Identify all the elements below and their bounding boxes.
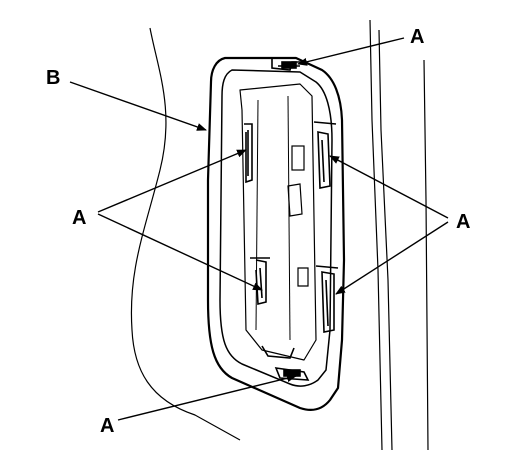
housing-inner-edge — [219, 69, 333, 387]
leader-lines — [69, 37, 449, 421]
leader-a-left-2 — [97, 213, 263, 291]
clip-bottom — [261, 345, 310, 381]
center-detail — [287, 145, 309, 287]
leader-a-bottom — [117, 374, 297, 421]
clip-left-lower — [250, 257, 270, 306]
leader-a-top — [297, 37, 405, 66]
clip-left-upper — [244, 123, 253, 184]
clip-right-upper — [313, 121, 337, 189]
housing — [206, 56, 346, 411]
callout-a-bottom: A — [100, 415, 114, 437]
housing-outer-edge — [206, 56, 346, 411]
leader-a-left-1 — [97, 149, 247, 213]
callout-a-left: A — [72, 207, 86, 229]
leader-a-right-1 — [329, 155, 449, 219]
leader-b — [69, 81, 207, 131]
callout-a-top: A — [410, 26, 424, 48]
door-frame-lines — [369, 19, 429, 451]
panel-contour-left — [130, 27, 241, 441]
clip-top — [271, 58, 306, 71]
clip-right-lower — [315, 265, 339, 333]
callout-b: B — [46, 67, 60, 89]
leader-a-right-2 — [335, 221, 449, 295]
callout-a-right: A — [456, 211, 470, 233]
